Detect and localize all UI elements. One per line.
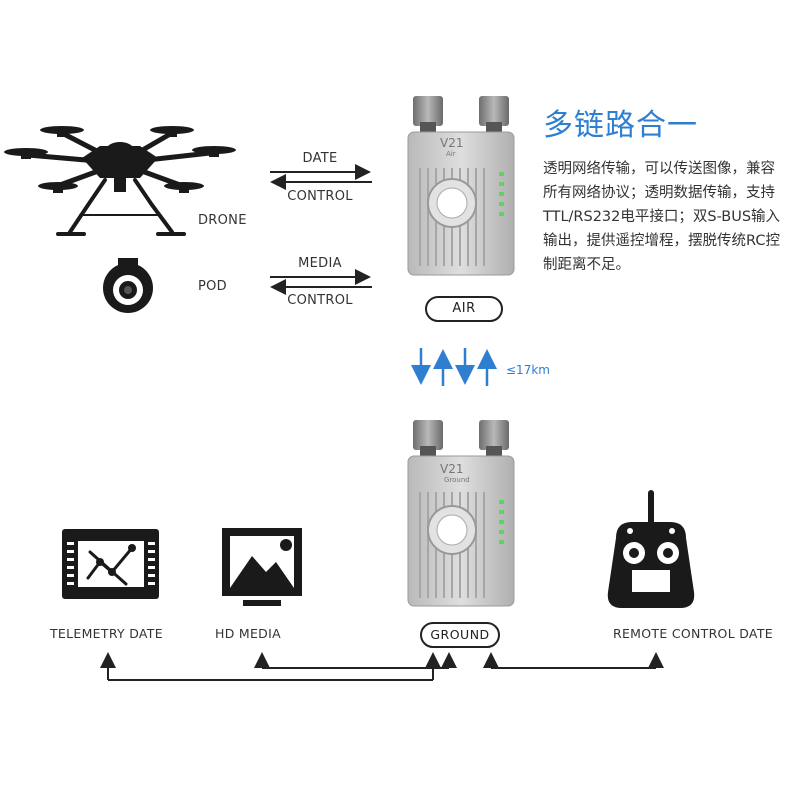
air-module-label: AIR: [425, 296, 503, 322]
wireless-link-arrows: [411, 348, 497, 386]
ground-module-sub: Ground: [444, 476, 470, 484]
drone-label: DRONE: [198, 213, 247, 228]
link-range: ≤17km: [506, 363, 550, 377]
feature-description: 透明网络传输，可以传送图像，兼容所有网络协议；透明数据传输，支持TTL/RS23…: [543, 161, 781, 273]
pod-link-arrows: [270, 269, 372, 295]
remote-controller-icon: [607, 490, 695, 608]
ground-module-label: GROUND: [420, 622, 500, 648]
hd-media-label: HD MEDIA: [215, 626, 281, 641]
drone-link-data-label: DATE: [302, 151, 338, 166]
pod-link-media-label: MEDIA: [298, 256, 342, 271]
air-module-badge: V21: [440, 136, 464, 150]
telemetry-monitor-icon: [62, 529, 159, 599]
remote-control-label: REMOTE CONTROL DATE: [613, 626, 773, 641]
air-module-device: [407, 96, 515, 276]
ground-connection-lines: [100, 652, 664, 681]
ground-module-device: [407, 420, 515, 607]
pod-label: POD: [198, 279, 227, 294]
drone-link-control-label: CONTROL: [287, 189, 353, 204]
telemetry-label: TELEMETRY DATE: [50, 626, 163, 641]
pod-link-control-label: CONTROL: [287, 293, 353, 308]
ground-module-badge: V21: [440, 462, 464, 476]
drone-link-arrows: [270, 164, 372, 190]
page-title: 多链路合一: [543, 108, 698, 143]
camera-pod-icon: [103, 258, 153, 313]
air-module-sub: Air: [446, 150, 456, 158]
drone-icon: [4, 126, 236, 236]
hd-media-display-icon: [222, 528, 302, 606]
